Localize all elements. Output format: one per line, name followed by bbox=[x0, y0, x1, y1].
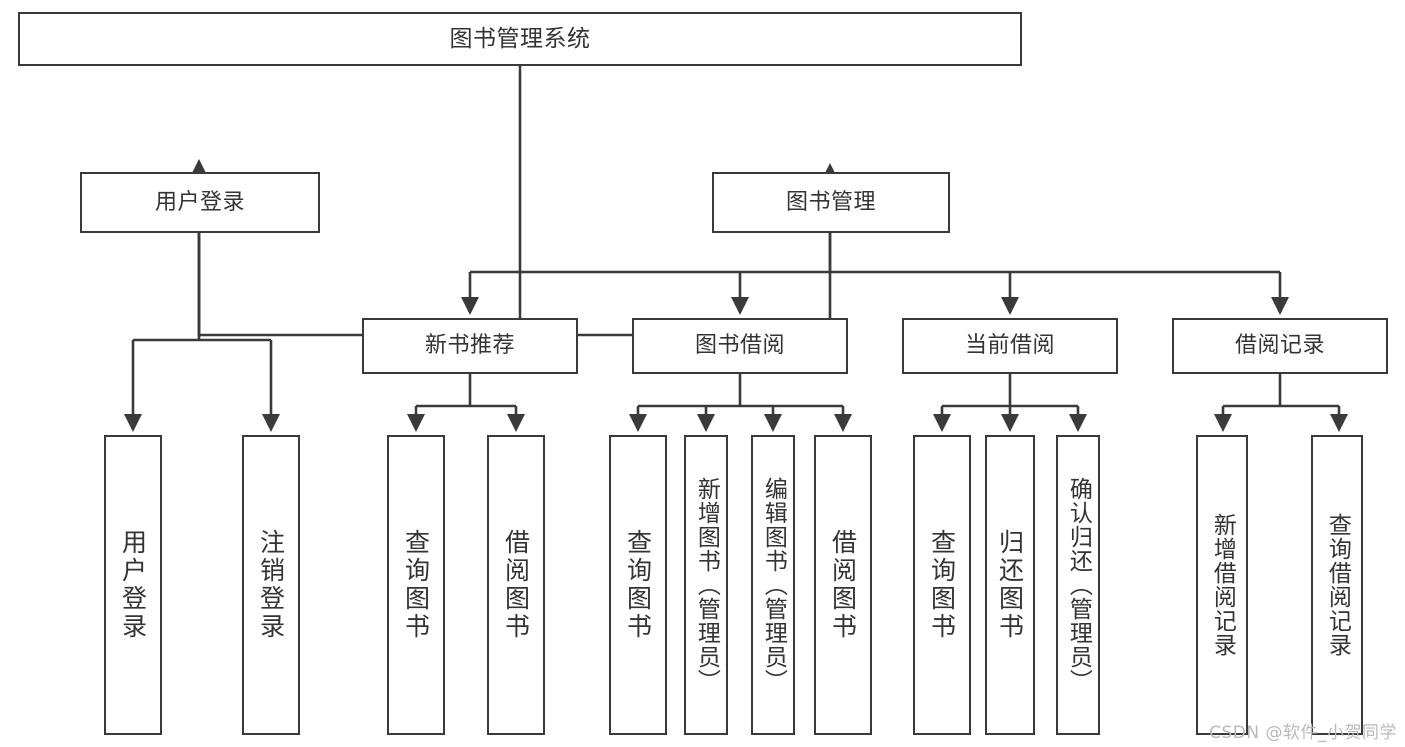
node-borrow-record[interactable]: 借阅记录 bbox=[1172, 318, 1388, 374]
leaf-add-book[interactable]: 新增图书（管理员） bbox=[684, 435, 728, 735]
leaf-query-record[interactable]: 查询借阅记录 bbox=[1311, 435, 1363, 735]
node-user-login-label: 用户登录 bbox=[154, 189, 245, 215]
leaf-edit-book[interactable]: 编辑图书（管理员） bbox=[751, 435, 795, 735]
leaf-borrow-book-2-label: 借阅图书 bbox=[828, 529, 858, 641]
csdn-watermark: CSDN @软件_小贺同学 bbox=[1209, 723, 1397, 743]
node-new-book-rec[interactable]: 新书推荐 bbox=[362, 318, 578, 374]
node-book-manage-label: 图书管理 bbox=[785, 189, 876, 215]
leaf-return-book[interactable]: 归还图书 bbox=[985, 435, 1035, 735]
leaf-user-login[interactable]: 用户登录 bbox=[104, 435, 162, 735]
leaf-logout[interactable]: 注销登录 bbox=[242, 435, 300, 735]
leaf-query-book-3[interactable]: 查询图书 bbox=[913, 435, 971, 735]
leaf-logout-label: 注销登录 bbox=[256, 529, 286, 641]
node-user-login[interactable]: 用户登录 bbox=[80, 172, 320, 233]
leaf-add-record[interactable]: 新增借阅记录 bbox=[1196, 435, 1248, 735]
node-root-label: 图书管理系统 bbox=[449, 25, 591, 52]
node-current-borrow-label: 当前借阅 bbox=[964, 333, 1055, 359]
leaf-edit-book-label: 编辑图书（管理员） bbox=[760, 477, 787, 693]
leaf-user-login-label: 用户登录 bbox=[118, 529, 148, 641]
node-current-borrow[interactable]: 当前借阅 bbox=[902, 318, 1118, 374]
node-new-book-rec-label: 新书推荐 bbox=[424, 333, 515, 359]
node-root[interactable]: 图书管理系统 bbox=[18, 12, 1022, 66]
leaf-borrow-book-2[interactable]: 借阅图书 bbox=[814, 435, 872, 735]
leaf-query-book-1[interactable]: 查询图书 bbox=[387, 435, 445, 735]
leaf-borrow-book-1[interactable]: 借阅图书 bbox=[487, 435, 545, 735]
leaf-borrow-book-1-label: 借阅图书 bbox=[501, 529, 531, 641]
leaf-query-book-2[interactable]: 查询图书 bbox=[609, 435, 667, 735]
node-borrow-record-label: 借阅记录 bbox=[1234, 333, 1325, 359]
leaf-query-book-1-label: 查询图书 bbox=[401, 529, 431, 641]
node-book-borrow[interactable]: 图书借阅 bbox=[632, 318, 848, 374]
leaf-query-book-2-label: 查询图书 bbox=[623, 529, 653, 641]
leaf-confirm-return-label: 确认归还（管理员） bbox=[1065, 477, 1092, 693]
leaf-add-record-label: 新增借阅记录 bbox=[1209, 513, 1236, 657]
leaf-add-book-label: 新增图书（管理员） bbox=[693, 477, 720, 693]
leaf-query-book-3-label: 查询图书 bbox=[927, 529, 957, 641]
node-book-manage[interactable]: 图书管理 bbox=[712, 172, 950, 233]
leaf-query-record-label: 查询借阅记录 bbox=[1324, 513, 1351, 657]
leaf-return-book-label: 归还图书 bbox=[995, 529, 1025, 641]
leaf-confirm-return[interactable]: 确认归还（管理员） bbox=[1056, 435, 1100, 735]
node-book-borrow-label: 图书借阅 bbox=[694, 333, 785, 359]
